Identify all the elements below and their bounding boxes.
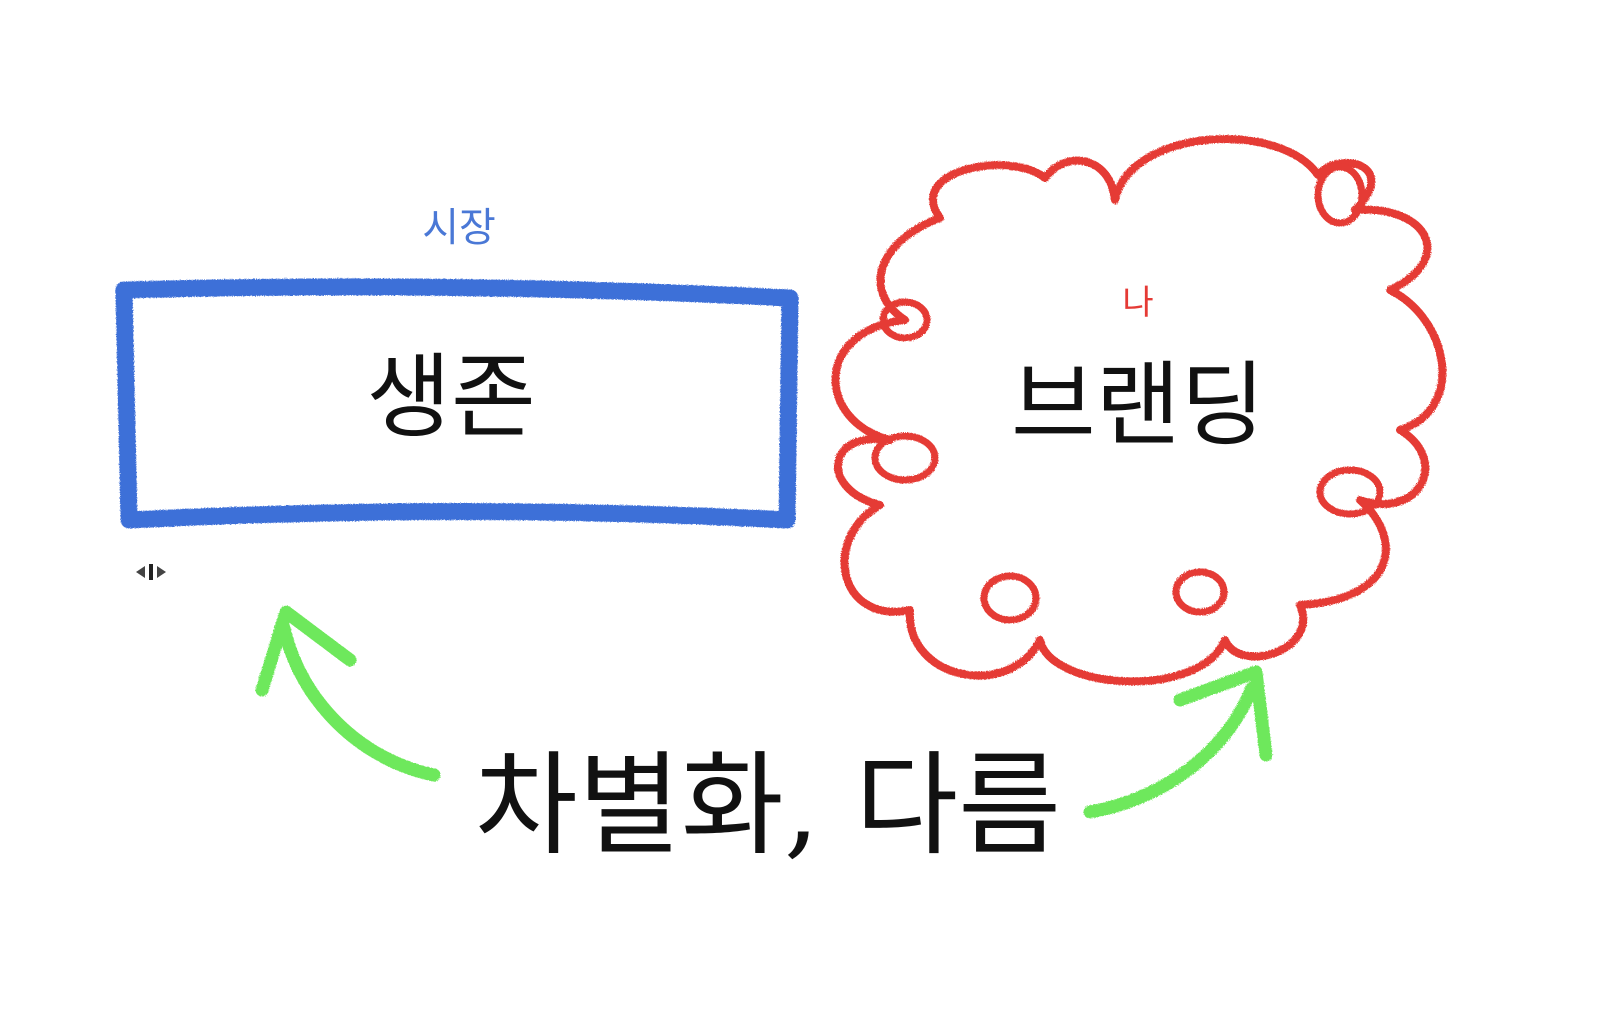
branding-text: 브랜딩 [1011,352,1265,459]
cloud-loops [871,163,1384,624]
arrow-to-survival [255,605,441,782]
arrow-to-branding [1083,665,1273,819]
branding-cloud [831,135,1447,686]
survival-text: 생존 [366,344,536,451]
market-label: 시장 [422,205,496,251]
resize-horizontal-cursor-icon [136,564,166,580]
differentiation-text: 차별화, 다름 [474,741,1062,871]
market-box [115,278,799,529]
me-label: 나 [1122,283,1154,323]
